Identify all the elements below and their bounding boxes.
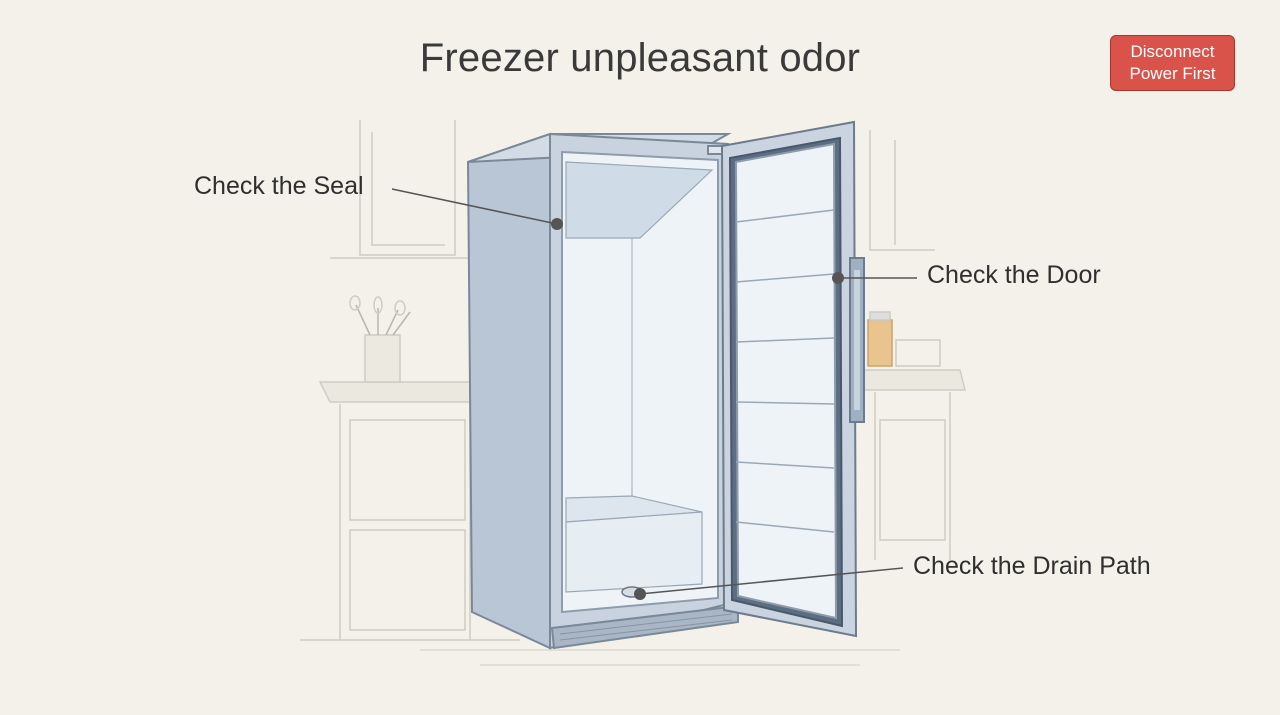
freezer-door <box>720 120 865 638</box>
callout-check-drain: Check the Drain Path <box>913 552 1151 580</box>
callout-check-seal: Check the Seal <box>194 172 364 200</box>
callout-lines <box>391 188 917 600</box>
page-title: Freezer unpleasant odor <box>419 36 861 80</box>
disconnect-power-warning-badge[interactable]: Disconnect Power First <box>1110 35 1235 91</box>
freezer-body <box>466 132 739 650</box>
callout-check-door: Check the Door <box>927 261 1101 289</box>
warning-line-2: Power First <box>1129 64 1216 83</box>
warning-line-1: Disconnect <box>1130 42 1215 61</box>
